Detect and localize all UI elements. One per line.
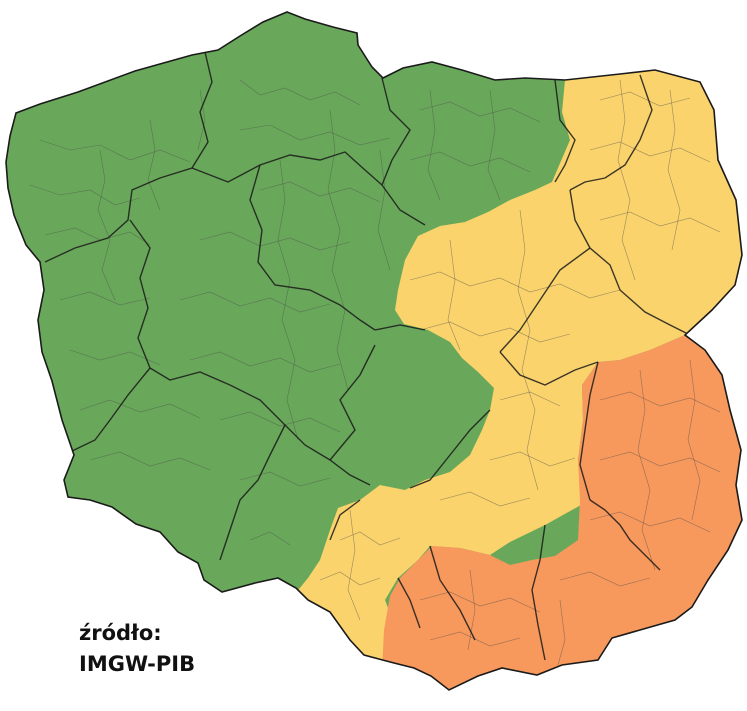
warning-zone-level-1 [290,70,742,690]
poland-national-border [5,11,743,691]
county-borders [29,79,721,666]
source-label-line2: IMGW-PIB [79,652,196,676]
source-attribution: źródło: IMGW-PIB [79,618,195,680]
source-label-line1: źródło: [79,621,162,645]
voivodeship-borders [44,51,691,661]
